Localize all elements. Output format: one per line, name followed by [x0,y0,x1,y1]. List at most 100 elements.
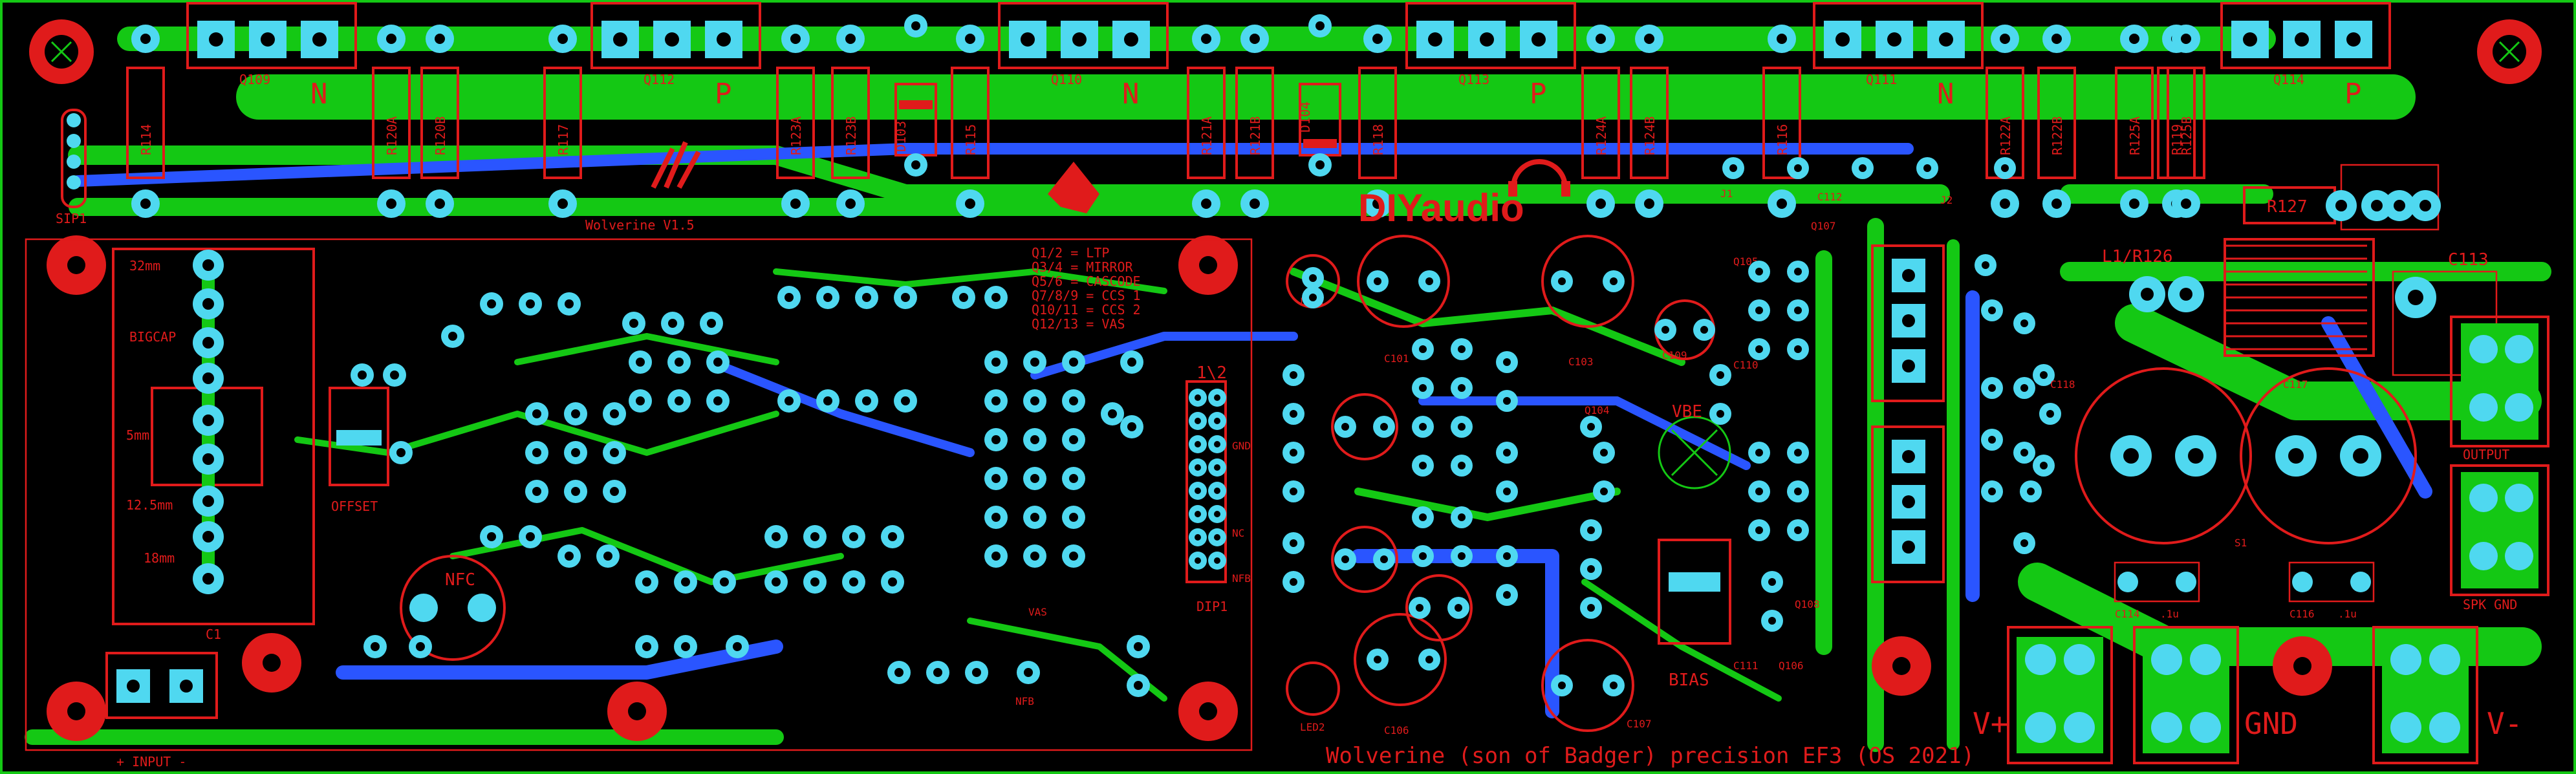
via-pad [764,570,788,594]
front-end-outline [25,238,1253,751]
via-pad [1709,364,1731,386]
q107-label: Q107 [1811,220,1836,232]
resistor: R114 [126,25,165,218]
via-pad [1761,610,1783,632]
via-pad [894,286,917,309]
via-pad [952,286,975,309]
spk-gnd-label: SPK GND [2463,597,2517,612]
via-pad [629,389,652,413]
c113-label: C113 [2448,250,2489,270]
c107-cap [1541,639,1634,732]
via-pad [603,480,626,503]
resistor-label: R121B [1248,116,1263,155]
via-pad [1447,597,1469,619]
dip-pin [1208,528,1226,546]
via-pad [1787,338,1809,360]
via-pad [1580,597,1602,619]
via-pad [726,635,749,658]
mounting-hole [2273,636,2332,696]
via-pad [557,292,581,316]
via-pad [1062,428,1085,451]
resistor-label: R125A [2127,116,2143,155]
size-18mm: 18mm [144,550,175,566]
s1-label: S1 [2235,537,2247,549]
via-pad [1451,455,1473,477]
via-pad [1709,403,1731,425]
via-pad [1981,377,2003,399]
driver-transistor-q108 [1871,425,1945,583]
via-pad [525,402,548,425]
via-pad [629,350,652,374]
via-pad [1787,480,1809,502]
via-pad [1367,649,1389,671]
resistor-label: R120B [433,116,448,155]
via-pad [1748,519,1770,541]
c106-label: C106 [1384,724,1409,736]
via-pad [2013,442,2035,464]
via-pad [667,350,691,374]
via-pad [1373,548,1395,570]
via-pad [525,480,548,503]
via-pad [1412,377,1434,399]
via-pad [383,363,406,387]
bias-label: BIAS [1669,671,1709,690]
dip-pin [1208,552,1226,570]
board-title: Wolverine (son of Badger) precision EF3 … [1326,743,1975,769]
via-pad [1120,350,1143,374]
via-pad [1748,299,1770,321]
dip-pin [1208,482,1226,500]
via-pad [1283,571,1304,593]
transistor-ref: Q113 [1458,72,1489,87]
c106-cap [1354,613,1447,706]
via-pad [1693,319,1715,341]
via-pad [1334,416,1356,438]
via-pad [2039,403,2061,425]
resistor-label: R114 [138,124,154,155]
c103-cap [1541,235,1634,328]
via-pad [1975,254,1997,276]
via-pad [2013,377,2035,399]
v-plus-terminal: V+ [1973,626,2113,764]
resistor-label: R124B [1642,116,1658,155]
c107-small [1331,393,1398,460]
transistor-ref: Q109 [239,72,270,87]
via-pad [1023,544,1046,568]
via-pad [1451,338,1473,360]
dip-pin [1208,505,1226,523]
vas-label: VAS [1028,606,1047,618]
via-pad [596,544,620,568]
via-pad [409,635,432,658]
via-pad [1852,157,1874,179]
via-pad [1451,545,1473,567]
via-pad [984,389,1008,413]
via-pad [1551,270,1573,292]
via-pad [1981,299,2003,321]
via-pad [2033,455,2055,477]
c108-cap [1405,574,1473,641]
j2-label: J2 [1940,194,1953,206]
vbe-label: VBE [1672,402,1702,422]
via-pad [984,286,1008,309]
resistor-label: R122B [2050,116,2065,155]
via-pad [1748,442,1770,464]
dip1-header: 1\2 DIP1 GND NC NFB NFB VAS [1015,363,1251,707]
via-pad [1451,506,1473,528]
resistor: R125A [2115,25,2154,218]
resistor: R125B [2167,25,2205,218]
via-pad [881,525,904,548]
via-pad [1023,467,1046,490]
via-pad [1062,389,1085,413]
diyaudio-logo: DIYaudio [1358,159,1570,230]
via-pad [1787,519,1809,541]
dip-gnd-label: GND [1232,440,1251,452]
via-pad [706,350,730,374]
via-pad [1496,390,1518,412]
via-pad [1654,319,1676,341]
via-pad [2033,364,2055,386]
via-pad [1580,416,1602,438]
via-pad [603,441,626,464]
resistor: R116 [1762,25,1801,218]
